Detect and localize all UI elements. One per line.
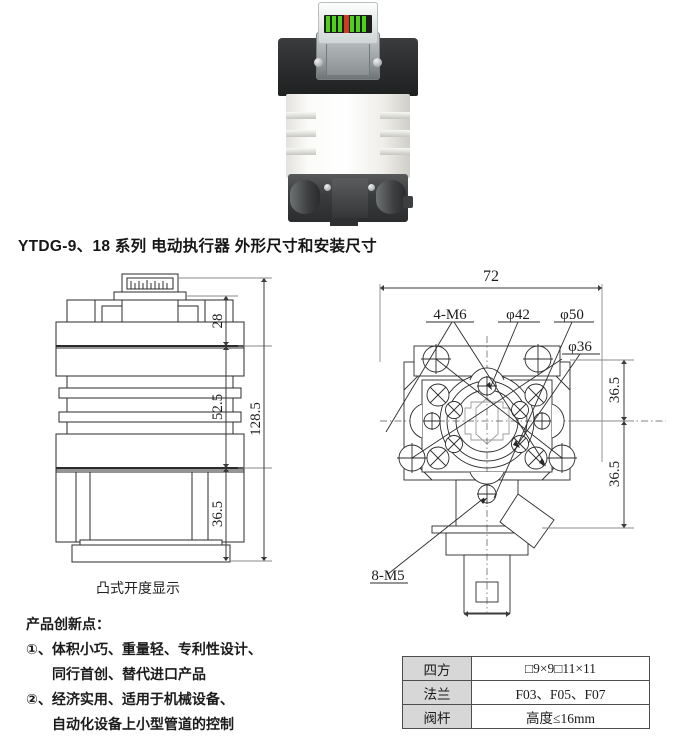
page-title: YTDG-9、18 系列 电动执行器 外形尺寸和安装尺寸	[18, 238, 377, 255]
dim-36-5-upper-right: 36.5	[607, 377, 623, 403]
body-fin-left-3	[286, 148, 316, 155]
right-plan-drawing: 72	[366, 262, 680, 642]
spec-table: 四方 □9×9□11×11 法兰 F03、F05、F07 阀杆 高度≤16mm	[402, 656, 650, 729]
spec-value-flange: F03、F05、F07	[471, 680, 650, 705]
base-side-nub	[403, 196, 413, 208]
body-fin-right-1	[380, 112, 410, 119]
left-elevation-drawing: 28 52.5 36.5 128.5	[14, 268, 284, 580]
base-bolt-left	[324, 184, 331, 191]
label-dia-36: φ36	[568, 339, 592, 355]
spec-value-square: □9×9□11×11	[471, 656, 650, 681]
body-fin-left-2	[286, 130, 316, 137]
dim-36-5-lower-right: 36.5	[607, 461, 623, 487]
actuator-output-stem	[330, 218, 358, 226]
label-dia-42: φ42	[506, 307, 530, 323]
base-cylinder-left	[290, 180, 320, 214]
spec-value-stem: 高度≤16mm	[471, 704, 650, 729]
position-indicator-window	[324, 15, 372, 33]
body-fin-left-1	[286, 112, 316, 119]
position-indicator-housing	[318, 2, 378, 44]
body-fin-right-2	[380, 130, 410, 137]
base-cylinder-right	[376, 180, 406, 214]
table-row: 阀杆 高度≤16mm	[402, 704, 650, 729]
innovation-line-3: ②、经济实用、适用于机械设备、	[26, 691, 234, 707]
label-8-m5: 8-M5	[371, 568, 404, 584]
dim-28: 28	[210, 314, 226, 329]
innovation-line-4: 自动化设备上小型管道的控制	[52, 716, 234, 732]
base-center-block	[332, 178, 368, 218]
table-row: 法兰 F03、F05、F07	[402, 680, 650, 705]
actuator-base	[288, 174, 413, 222]
innovation-line-1: ①、体积小巧、重量轻、专利性设计、	[26, 641, 262, 657]
label-4-m6: 4-M6	[433, 307, 467, 323]
dim-72: 72	[483, 268, 499, 285]
dim-36-5-left: 36.5	[210, 501, 226, 527]
innovation-block: 产品创新点： ①、体积小巧、重量轻、专利性设计、 同行首创、替代进口产品 ②、经…	[26, 612, 356, 737]
base-bolt-right	[368, 184, 375, 191]
cap-bolt-right	[373, 58, 382, 67]
innovation-line-2: 同行首创、替代进口产品	[52, 666, 206, 682]
cap-bolt-left	[314, 58, 323, 67]
innovation-title: 产品创新点：	[26, 616, 110, 632]
actuator-body	[286, 94, 410, 178]
spec-key-stem: 阀杆	[402, 704, 472, 729]
left-drawing-caption: 凸式开度显示	[96, 580, 180, 596]
label-dia-50: φ50	[560, 307, 584, 323]
actuator-cap-boss-inner	[326, 40, 370, 76]
dim-52-5: 52.5	[210, 394, 226, 420]
spec-key-flange: 法兰	[402, 680, 472, 705]
product-photo	[272, 2, 424, 226]
body-fin-right-3	[380, 148, 410, 155]
table-row: 四方 □9×9□11×11	[402, 656, 650, 681]
spec-key-square: 四方	[402, 656, 472, 681]
dim-128-5: 128.5	[248, 402, 264, 436]
